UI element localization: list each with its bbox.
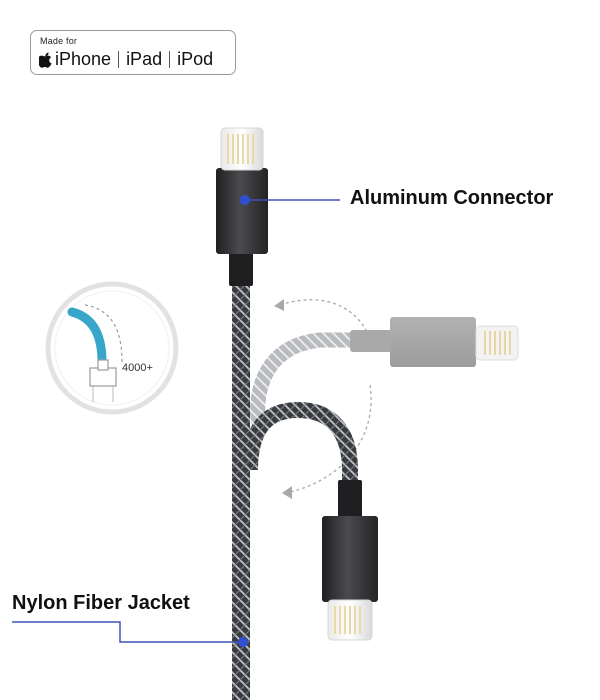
main-cable [216,127,268,700]
mfi-separator [169,51,171,68]
bend-arrow-head-icon [282,486,292,499]
jacket-callout [12,621,248,647]
mfi-item-ipod: iPod [177,49,214,69]
mfi-badge: Made for iPhone iPad iPod [30,30,236,75]
mfi-small-text: Made for [40,36,78,46]
mfi-item-ipad: iPad [126,49,163,69]
bent-cable [242,401,378,641]
bend-arrow-head-icon [274,299,284,311]
bend-test-icon [45,281,179,415]
ghost-cable [250,317,519,428]
mfi-item-iphone: iPhone [55,49,112,69]
apple-logo-icon [39,52,52,68]
bend-arrow-icon [279,299,373,493]
bend-count-label: 4000+ [122,362,153,374]
mfi-device-row: iPhone iPad iPod [39,49,213,70]
mfi-separator [118,51,120,68]
connector-callout [240,195,340,205]
aluminum-connector-label: Aluminum Connector [350,187,554,209]
nylon-jacket-label: Nylon Fiber Jacket [12,592,190,614]
